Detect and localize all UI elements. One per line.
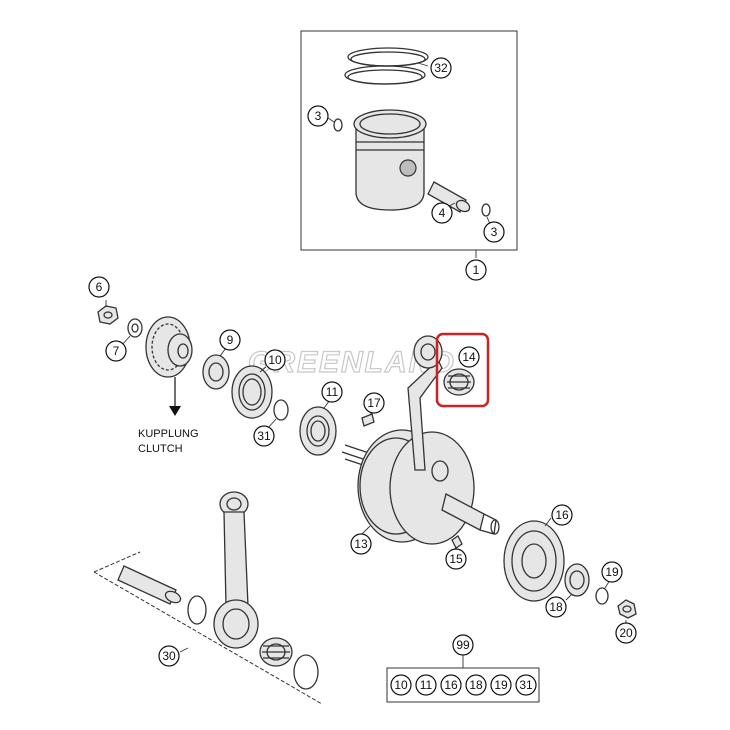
washer-7 <box>127 318 143 338</box>
circlip-right <box>481 203 491 217</box>
kit-99-box <box>386 667 540 703</box>
svg-text:32: 32 <box>434 61 448 75</box>
callout-4: 4 <box>431 202 453 224</box>
shaft-seal-10 <box>231 365 273 419</box>
svg-text:31: 31 <box>519 678 533 692</box>
svg-text:19: 19 <box>494 678 508 692</box>
nut-20 <box>617 599 637 619</box>
callout-15: 15 <box>445 548 467 570</box>
woodruff-key-15 <box>451 535 463 549</box>
callout-14: 14 <box>458 346 480 368</box>
clutch-arrow-head <box>169 406 181 416</box>
callout-1: 1 <box>465 259 487 281</box>
svg-text:7: 7 <box>113 344 120 358</box>
piston-pin <box>427 181 471 213</box>
svg-text:30: 30 <box>162 649 176 663</box>
svg-text:99: 99 <box>456 638 470 652</box>
svg-text:11: 11 <box>326 385 339 399</box>
woodruff-key-17 <box>361 413 375 427</box>
kit-item: 31 <box>515 674 537 696</box>
callout-31: 31 <box>253 425 275 447</box>
callout-10: 10 <box>264 349 286 371</box>
conrod-kit-washer-upper <box>187 595 207 625</box>
shaft-seal-18 <box>564 563 590 597</box>
piston-kit-box <box>300 30 518 251</box>
callout-11: 11 <box>321 381 343 403</box>
svg-text:4: 4 <box>439 206 446 220</box>
callout-7: 7 <box>105 340 127 362</box>
callout-18: 18 <box>545 596 567 618</box>
nut-6 <box>97 305 119 325</box>
bearing-11 <box>299 406 337 456</box>
callout-30: 30 <box>158 645 180 667</box>
kit-item: 11 <box>415 674 437 696</box>
svg-text:1: 1 <box>473 263 480 277</box>
svg-text:18: 18 <box>549 600 563 614</box>
svg-text:3: 3 <box>315 109 322 123</box>
needle-bearing-14 <box>443 368 475 396</box>
svg-text:11: 11 <box>420 678 433 692</box>
svg-text:10: 10 <box>268 353 282 367</box>
callout-3-top: 3 <box>307 105 329 127</box>
callout-17: 17 <box>363 392 385 414</box>
svg-text:31: 31 <box>257 429 271 443</box>
callout-9: 9 <box>219 329 241 351</box>
callout-3-bottom: 3 <box>483 221 505 243</box>
svg-text:16: 16 <box>555 508 569 522</box>
svg-text:19: 19 <box>605 565 619 579</box>
clutch-label-en: CLUTCH <box>138 443 183 455</box>
svg-text:20: 20 <box>619 626 633 640</box>
svg-text:17: 17 <box>367 396 381 410</box>
callout-6: 6 <box>88 276 110 298</box>
svg-text:18: 18 <box>469 678 483 692</box>
washer-19 <box>595 587 609 605</box>
conrod-kit-washer-lower <box>293 654 319 690</box>
callout-99: 99 <box>452 634 474 656</box>
svg-text:13: 13 <box>354 537 368 551</box>
kit-item: 19 <box>490 674 512 696</box>
callout-32: 32 <box>430 57 452 79</box>
callout-20: 20 <box>615 622 637 644</box>
conrod-kit-rod <box>213 491 259 649</box>
piston-rings <box>344 47 429 85</box>
svg-text:9: 9 <box>227 333 234 347</box>
kit-item: 10 <box>390 674 412 696</box>
conrod-kit-pin <box>117 565 182 605</box>
svg-text:16: 16 <box>444 678 458 692</box>
bearing-16 <box>503 520 565 602</box>
kit-item: 16 <box>440 674 462 696</box>
conrod-kit-needle-bearing <box>259 637 293 667</box>
bearing-9 <box>202 354 230 390</box>
conrod-kit-outline <box>93 551 323 705</box>
svg-text:14: 14 <box>462 350 476 364</box>
o-ring-31 <box>273 399 289 421</box>
clutch-label-de: KUPPLUNG <box>138 428 199 440</box>
svg-text:10: 10 <box>394 678 408 692</box>
callout-19: 19 <box>601 561 623 583</box>
callout-16: 16 <box>551 504 573 526</box>
callout-13: 13 <box>350 533 372 555</box>
piston <box>353 109 427 211</box>
svg-text:3: 3 <box>491 225 498 239</box>
primary-gear <box>145 316 193 378</box>
svg-text:6: 6 <box>96 280 103 294</box>
svg-text:15: 15 <box>449 552 463 566</box>
circlip-left <box>333 118 343 132</box>
highlight-box-14 <box>435 332 490 408</box>
kit-item: 18 <box>465 674 487 696</box>
